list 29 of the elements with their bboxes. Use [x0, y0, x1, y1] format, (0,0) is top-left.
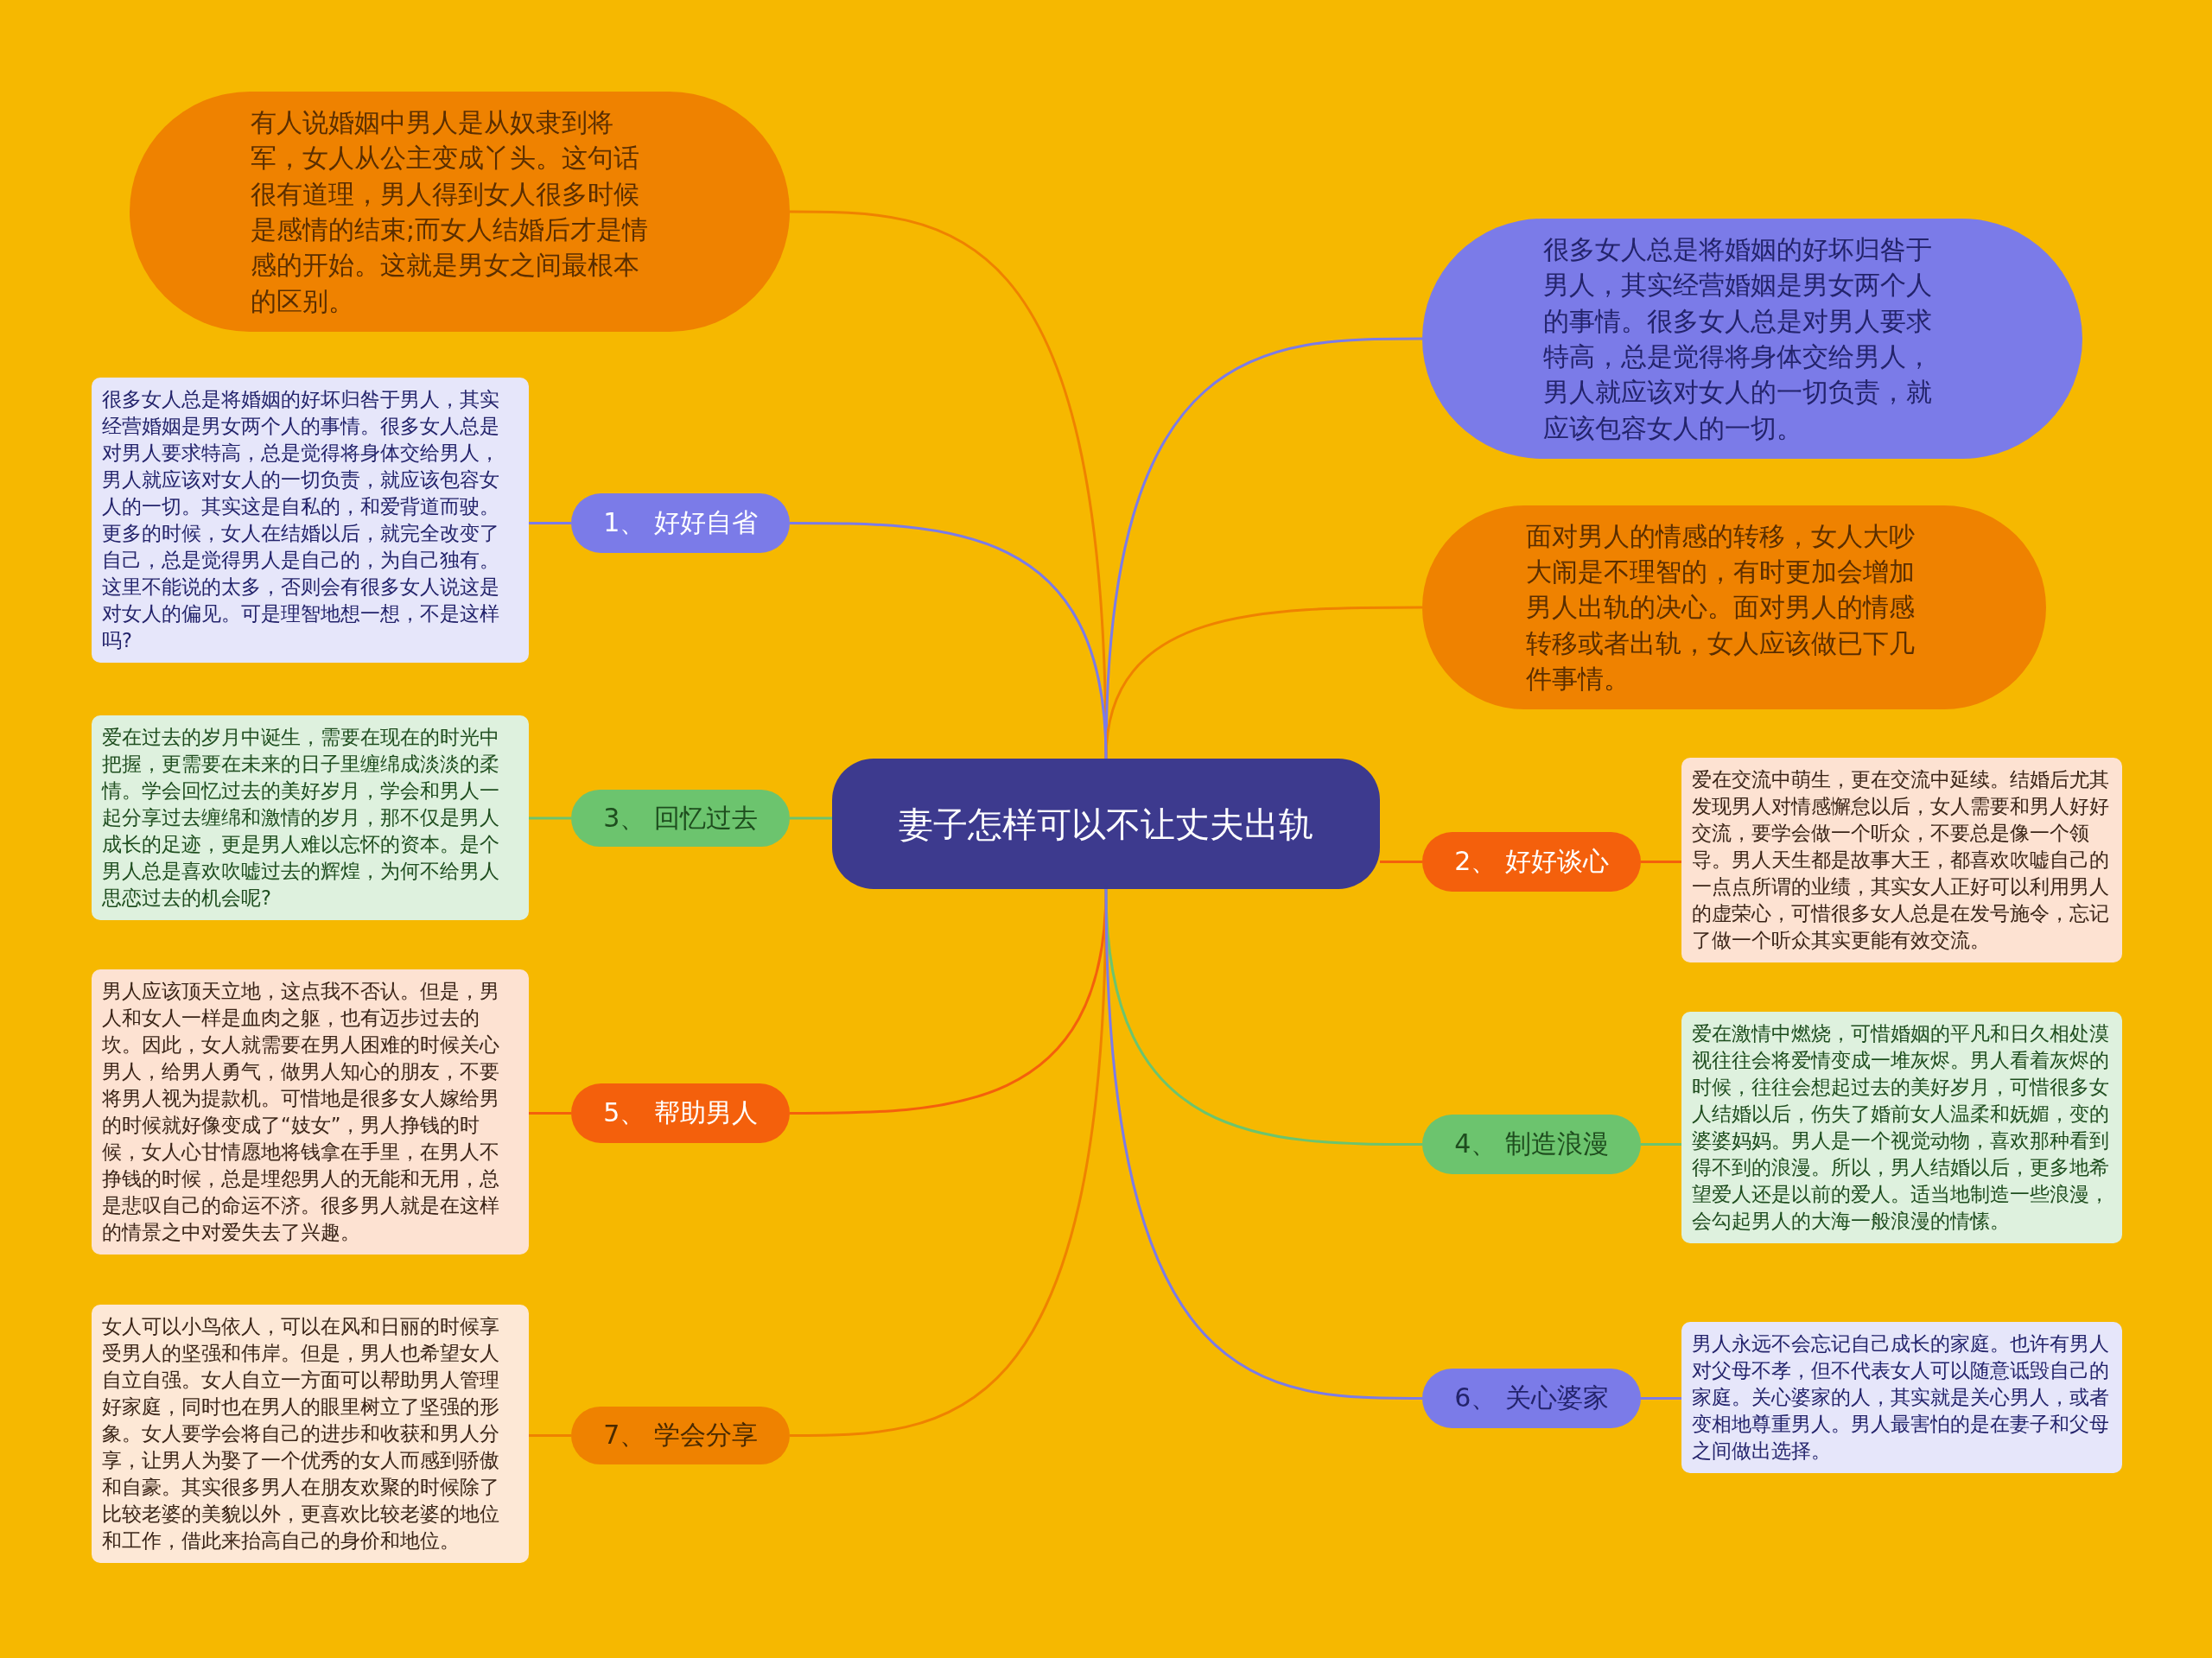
connector-line	[1641, 1143, 1681, 1146]
connector-line	[1641, 1397, 1681, 1400]
connector-line	[1104, 606, 1422, 759]
topic-bubble: 很多女人总是将婚姻的好坏归咎于男人，其实经营婚姻是男女两个人的事情。很多女人总是对男人要求特高，总是觉得将身体交给男人，男人就应该对女人的一切负责，就应该包容女人的一切。	[1422, 219, 2082, 459]
topic-pill: 6、 关心婆家	[1422, 1369, 1641, 1428]
topic-pill: 2、 好好谈心	[1422, 832, 1641, 892]
topic-pill: 7、 学会分享	[571, 1407, 790, 1464]
connector-line	[529, 1112, 571, 1115]
connector-line	[790, 816, 832, 820]
connector-line	[1104, 888, 1422, 1400]
connector-line	[1380, 861, 1422, 863]
note-card: 爱在交流中萌生，更在交流中延续。结婚后尤其发现男人对情感懈怠以后，女人需要和男人好好交流，要学会做一个听众，不要总是像一个领导。男人天生都是故事大王，都喜欢吹嘘自己的一点点所谓的业绩，其实女人正好可以利用男人的虚荣心，可惜很多女人总是在发号施令，忘记了做一个听众其实更能有效交流。	[1681, 758, 2122, 963]
center-topic: 妻子怎样可以不让丈夫出轨	[832, 759, 1380, 889]
connector-line	[790, 522, 1108, 759]
topic-pill: 1、 好好自省	[571, 493, 790, 553]
note-card: 爱在过去的岁月中诞生，需要在现在的时光中把握，更需要在未来的日子里缠绵成淡淡的柔情。学会回忆过去的美好岁月，学会和男人一起分享过去缠绵和激情的岁月，那不仅是男人成长的足迹，更是男人难以忘怀的资本。是个男人总是喜欢吹嘘过去的辉煌，为何不给男人思恋过去的机会呢?	[92, 715, 529, 921]
topic-pill: 5、 帮助男人	[571, 1083, 790, 1143]
topic-bubble: 面对男人的情感的转移，女人大吵大闹是不理智的，有时更加会增加男人出轨的决心。面对男人的情感转移或者出轨，女人应该做已下几件事情。	[1422, 505, 2046, 709]
connector-line	[529, 816, 571, 820]
topic-bubble: 有人说婚姻中男人是从奴隶到将军，女人从公主变成丫头。这句话很有道理，男人得到女人很多时候是感情的结束;而女人结婚后才是情感的开始。这就是男女之间最根本的区别。	[130, 92, 790, 332]
note-card: 男人永远不会忘记自己成长的家庭。也许有男人对父母不孝，但不代表女人可以随意诋毁自己的家庭。关心婆家的人，其实就是关心男人，或者变相地尊重男人。男人最害怕的是在妻子和父母之间做出选择。	[1681, 1322, 2122, 1474]
topic-pill: 4、 制造浪漫	[1422, 1115, 1641, 1174]
note-card: 男人应该顶天立地，这点我不否认。但是，男人和女人一样是血肉之躯，也有迈步过去的坎。因此，女人就需要在男人困难的时候关心男人，给男人勇气，做男人知心的朋友，不要将男人视为提款机。可惜地是很多女人嫁给男的时候就好像变成了“妓女”，男人挣钱的时候，女人心甘情愿地将钱拿在手里，在男人不挣钱的时候，总是埋怨男人的无能和无用，总是悲叹自己的命运不济。很多男人就是在这样的情景之中对爱失去了兴趣。	[92, 969, 529, 1255]
note-card: 爱在激情中燃烧，可惜婚姻的平凡和日久相处漠视往往会将爱情变成一堆灰烬。男人看着灰烬的时候，往往会想起过去的美好岁月，可惜很多女人结婚以后，伤失了婚前女人温柔和妩媚，变的婆婆妈妈。男人是一个视觉动物，喜欢那种看到得不到的浪漫。所以，男人结婚以后，更多地希望爱人还是以前的爱人。适当地制造一些浪漫，会勾起男人的大海一般浪漫的情愫。	[1681, 1012, 2122, 1244]
note-card: 女人可以小鸟依人，可以在风和日丽的时候享受男人的坚强和伟岸。但是，男人也希望女人自立自强。女人自立一方面可以帮助男人管理好家庭，同时也在男人的眼里树立了坚强的形象。女人要学会将自己的进步和收获和男人分享，让男人为娶了一个优秀的女人而感到骄傲和自豪。其实很多男人在朋友欢聚的时候除了比较老婆的美貌以外，更喜欢比较老婆的地位和工作，借此来抬高自己的身价和地位。	[92, 1305, 529, 1564]
topic-pill: 3、 回忆过去	[571, 790, 790, 847]
connector-line	[529, 1434, 571, 1437]
connector-line	[1641, 861, 1681, 863]
note-card: 很多女人总是将婚姻的好坏归咎于男人，其实经营婚姻是男女两个人的事情。很多女人总是对男人要求特高，总是觉得将身体交给男人，男人就应该对女人的一切负责，就应该包容女人的一切。其实这是自私的，和爱背道而驶。更多的时候，女人在结婚以后，就完全改变了自己，总是觉得男人是自己的，为自己独有。这里不能说的太多，否则会有很多女人说这是对女人的偏见。可是理智地想一想，不是这样吗?	[92, 378, 529, 664]
